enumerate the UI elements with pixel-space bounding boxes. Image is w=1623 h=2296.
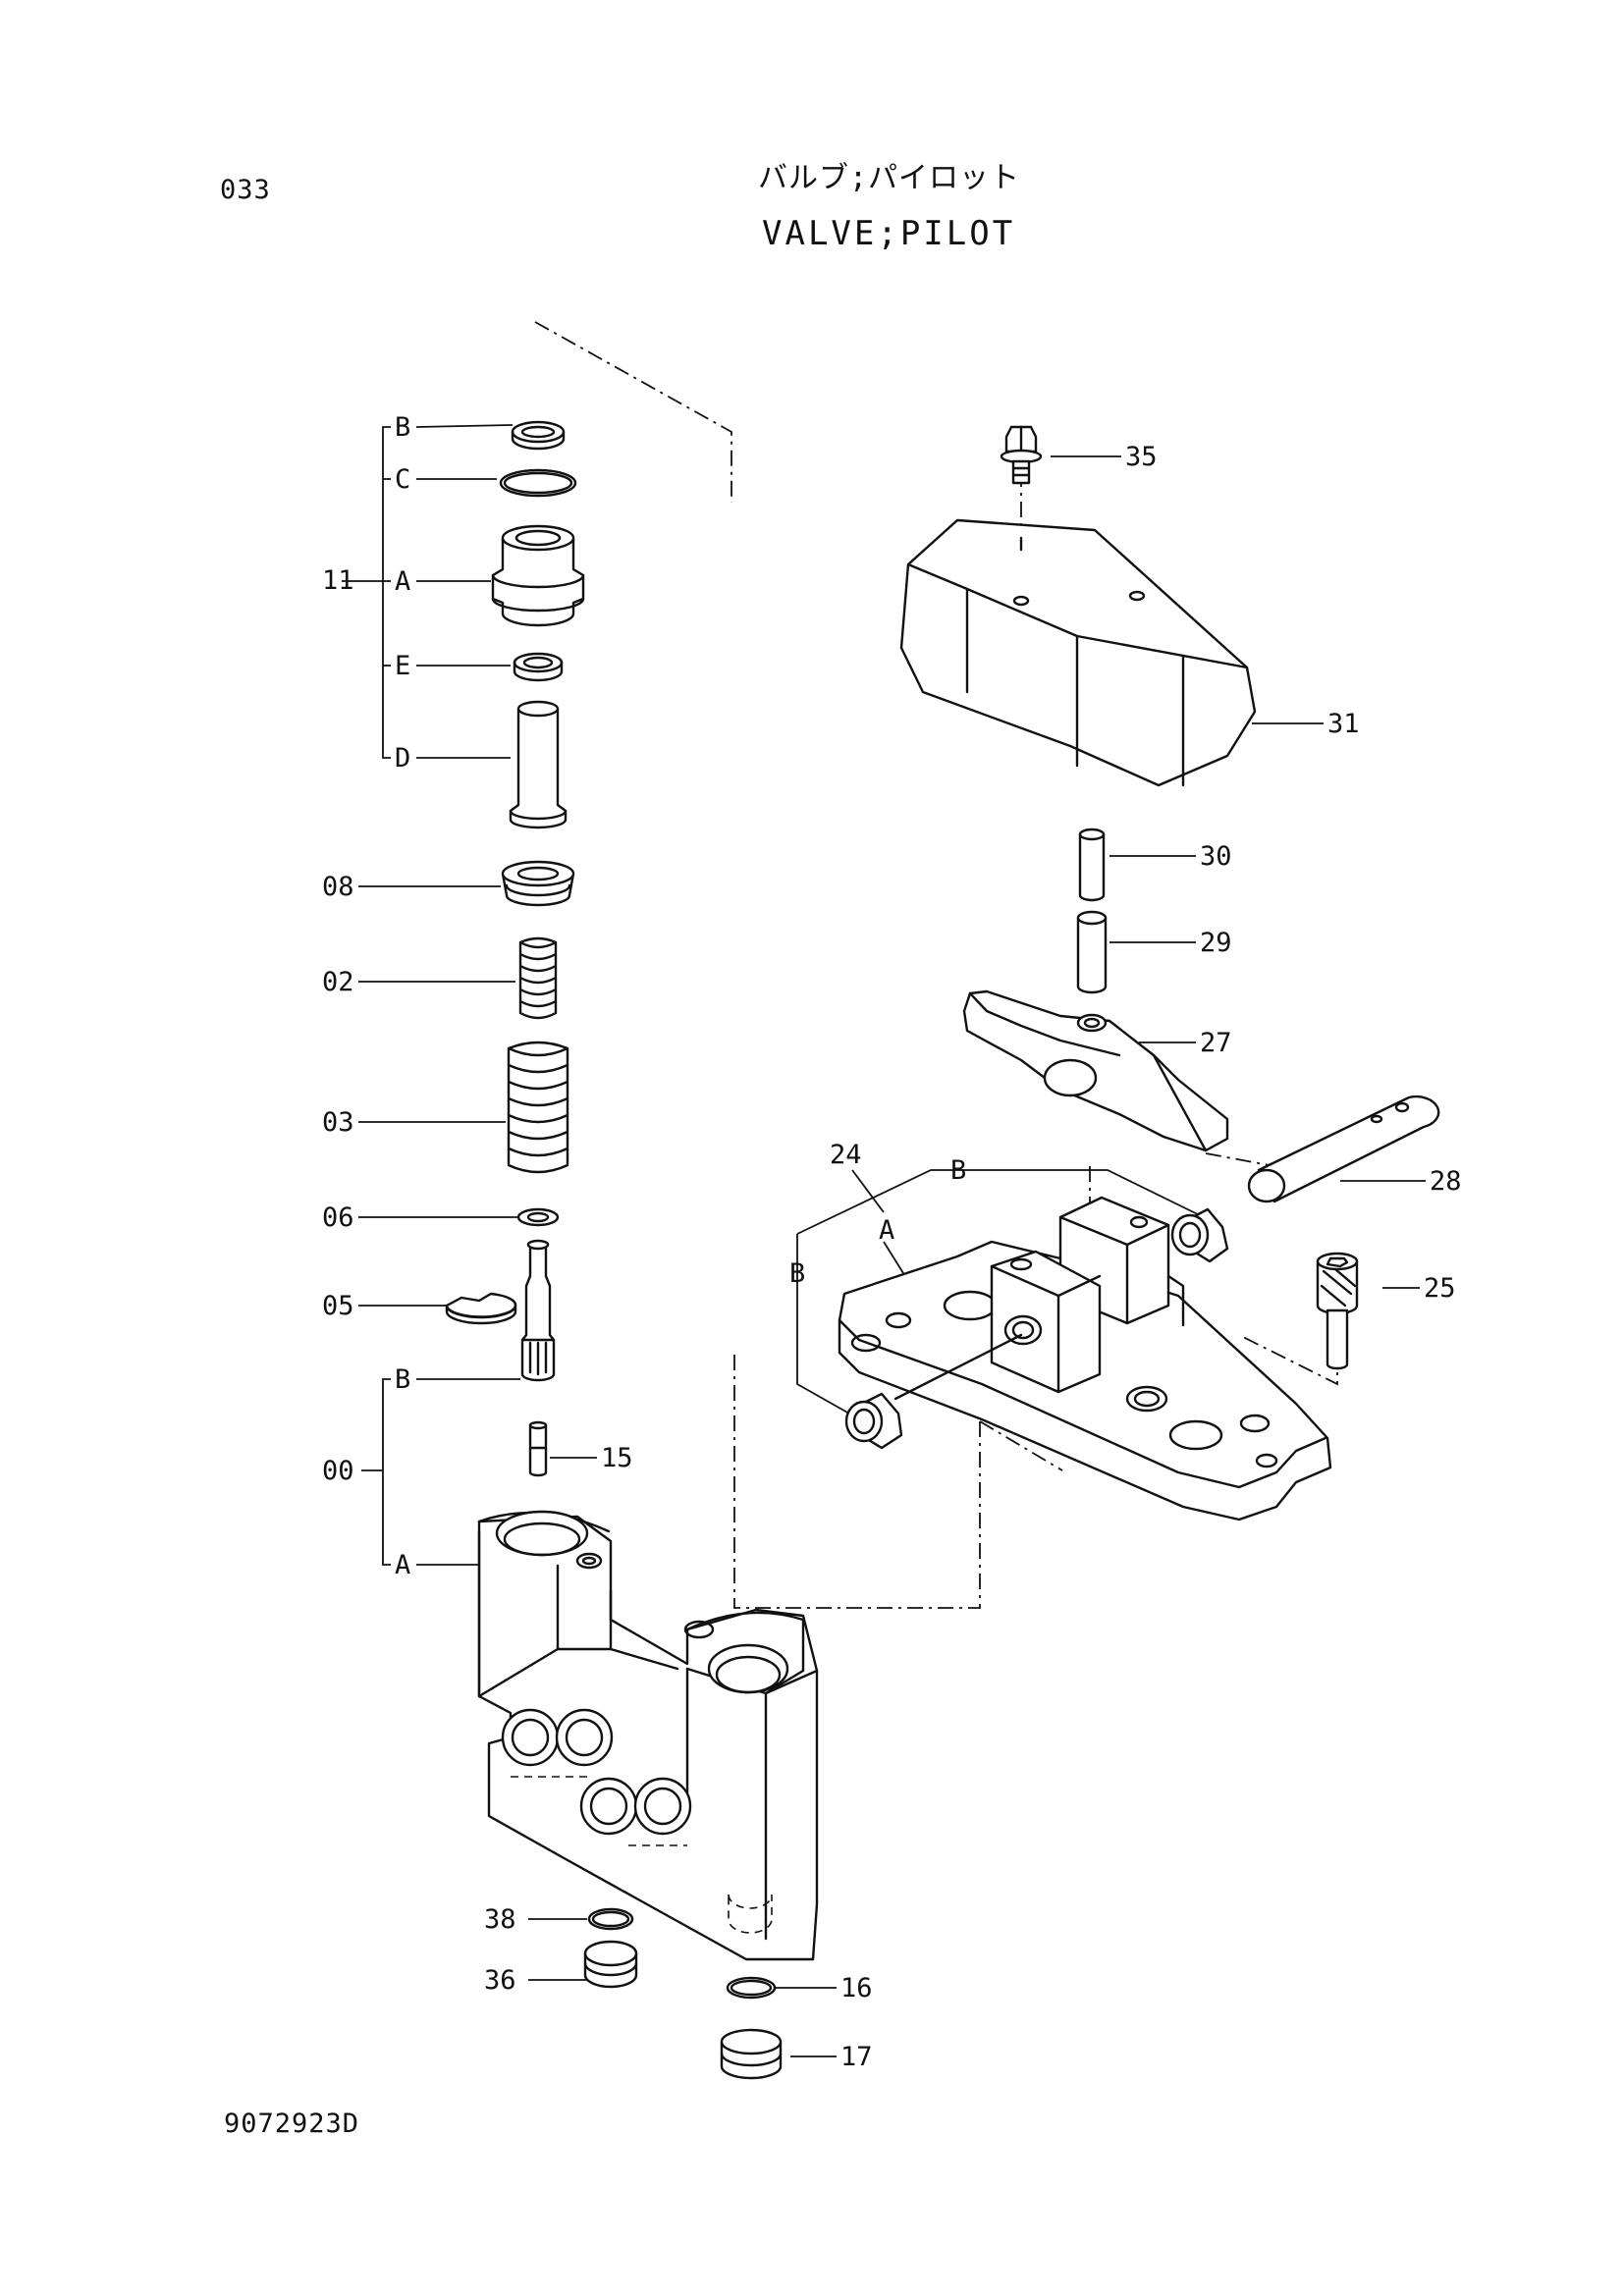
part-24b-bushing-top	[1170, 1207, 1229, 1263]
label-24-b-top: B	[950, 1155, 966, 1186]
label-31: 31	[1327, 709, 1360, 739]
label-08: 08	[322, 872, 354, 902]
label-36: 36	[484, 1965, 516, 1996]
part-27-lever	[962, 989, 1229, 1152]
label-30: 30	[1200, 841, 1232, 872]
part-29-sleeve	[1076, 910, 1108, 994]
part-11d-plunger	[509, 700, 568, 829]
part-11b-seal-ring	[511, 420, 566, 451]
page-number: 033	[220, 175, 271, 205]
part-36-plug	[583, 1940, 638, 1989]
label-06: 06	[322, 1202, 354, 1233]
part-11a-bushing	[491, 524, 585, 627]
part-02-inner-spring	[518, 936, 558, 1020]
label-11: 11	[322, 565, 354, 596]
part-24a-base-plate	[838, 1196, 1332, 1522]
label-00: 00	[322, 1456, 354, 1486]
part-31-cover	[899, 518, 1257, 787]
label-24-a: A	[879, 1215, 894, 1246]
label-05: 05	[322, 1291, 354, 1321]
part-25-socket-bolt	[1316, 1252, 1359, 1370]
label-17: 17	[840, 2042, 873, 2072]
bracket-group-00	[361, 1378, 391, 1566]
label-11-c: C	[395, 464, 410, 495]
label-03: 03	[322, 1107, 354, 1138]
part-08-spring-seat	[501, 860, 575, 907]
drawing-number: 9072923D	[224, 2109, 360, 2139]
label-11-d: D	[395, 743, 410, 774]
label-11-a: A	[395, 566, 410, 597]
part-38-o-ring	[587, 1907, 634, 1931]
label-28: 28	[1430, 1166, 1462, 1197]
part-00a-valve-body	[477, 1510, 819, 1961]
part-24b-bushing-bottom	[844, 1333, 1023, 1450]
label-02: 02	[322, 967, 354, 997]
label-38: 38	[484, 1904, 516, 1935]
part-11e-seal-ring	[513, 652, 564, 682]
callout-labels: 11 B C A E D 08 02 03 06 05 00 B A 15 38…	[322, 412, 1462, 2072]
part-28-pin	[1247, 1095, 1440, 1203]
part-30-sleeve	[1078, 828, 1106, 902]
part-11c-o-ring	[499, 468, 577, 498]
label-00-a: A	[395, 1550, 410, 1580]
part-15-pin	[528, 1420, 548, 1477]
label-35: 35	[1125, 442, 1158, 472]
label-24-b-left: B	[789, 1258, 805, 1289]
part-35-bolt	[1000, 425, 1043, 485]
bracket-group-11	[342, 426, 391, 759]
label-25: 25	[1424, 1273, 1456, 1304]
label-15: 15	[601, 1443, 633, 1473]
label-24: 24	[830, 1140, 862, 1170]
label-11-e: E	[395, 651, 410, 681]
label-27: 27	[1200, 1028, 1232, 1058]
title-japanese: バルブ;パイロット	[758, 161, 1021, 195]
part-16-o-ring	[726, 1976, 777, 2000]
title-english: VALVE;PILOT	[762, 214, 1016, 253]
part-05-snap-washer	[445, 1292, 517, 1325]
label-11-b: B	[395, 412, 410, 443]
label-16: 16	[840, 1973, 873, 2003]
label-29: 29	[1200, 928, 1232, 958]
label-00-b: B	[395, 1364, 410, 1395]
part-00b-spool	[520, 1239, 556, 1382]
part-06-washer	[516, 1207, 560, 1227]
part-03-outer-spring	[507, 1041, 569, 1174]
part-17-plug	[720, 2028, 783, 2080]
